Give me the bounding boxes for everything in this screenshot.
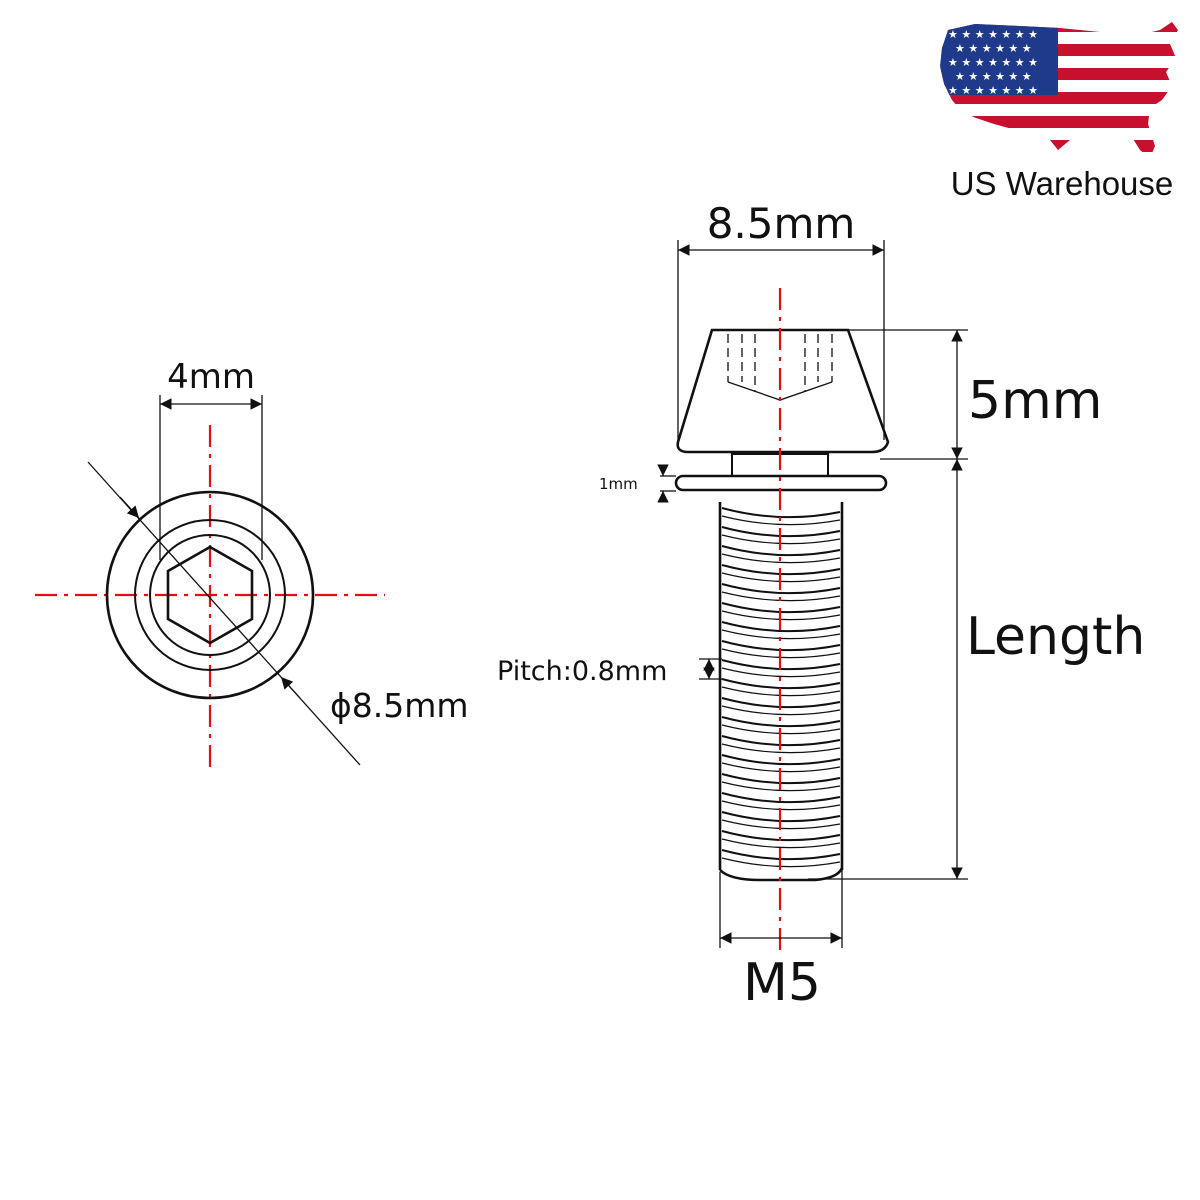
diameter-arrow-bottom	[280, 676, 301, 699]
thread-length-label: Length	[966, 607, 1145, 667]
svg-text:★ ★ ★ ★ ★ ★: ★ ★ ★ ★ ★ ★	[955, 70, 1032, 83]
svg-text:★ ★ ★ ★ ★ ★ ★: ★ ★ ★ ★ ★ ★ ★	[948, 28, 1038, 41]
thread-root	[721, 781, 841, 792]
hex-socket-icon	[166, 545, 254, 645]
thread-crest	[721, 792, 841, 804]
thread-crest	[721, 678, 841, 690]
head-width-label: 8.5mm	[707, 199, 856, 248]
thread-size-label: M5	[743, 953, 821, 1013]
thread-root	[721, 667, 841, 678]
us-warehouse-badge: ★ ★ ★ ★ ★ ★ ★ ★ ★ ★ ★ ★ ★ ★ ★ ★ ★ ★ ★ ★ …	[940, 22, 1178, 202]
head-outer-circle	[134, 519, 286, 671]
thread-crest	[721, 754, 841, 766]
us-warehouse-label: US Warehouse	[951, 165, 1174, 202]
thread-root	[721, 515, 841, 526]
svg-text:★ ★ ★ ★ ★ ★ ★: ★ ★ ★ ★ ★ ★ ★	[948, 56, 1038, 69]
svg-text:★ ★ ★ ★ ★ ★: ★ ★ ★ ★ ★ ★	[955, 42, 1032, 55]
thread-pitch-label: Pitch:0.8mm	[497, 656, 667, 687]
thread-root	[721, 553, 841, 564]
thread-crest	[721, 545, 841, 557]
thread-root	[721, 743, 841, 754]
thread-crest	[721, 507, 841, 519]
diameter-arrow-top	[119, 496, 140, 519]
thread-crest	[721, 716, 841, 728]
washer-thickness-label: 1mm	[599, 475, 638, 493]
thread-crest	[721, 583, 841, 595]
thread-root	[721, 705, 841, 716]
usa-flag-map-icon: ★ ★ ★ ★ ★ ★ ★ ★ ★ ★ ★ ★ ★ ★ ★ ★ ★ ★ ★ ★ …	[940, 22, 1178, 158]
bolt-side-view: 8.5mm 5mm Length 1mm Pitch:0.8mm M5	[497, 199, 1145, 1013]
thread-root	[721, 838, 841, 849]
thread-crest	[721, 621, 841, 633]
svg-text:★ ★ ★ ★ ★ ★ ★: ★ ★ ★ ★ ★ ★ ★	[948, 84, 1038, 97]
bolt-head	[676, 328, 890, 454]
hex-width-label: 4mm	[167, 357, 255, 397]
head-diameter-label: ϕ8.5mm	[330, 686, 469, 725]
bolt-top-view: 4mm ϕ8.5mm	[35, 357, 469, 770]
head-socket-hidden-lines	[727, 334, 833, 401]
head-inner-circle	[149, 534, 271, 656]
washer-outer-circle	[105, 490, 315, 700]
shank-tip	[719, 867, 844, 882]
head-height-label: 5mm	[968, 371, 1102, 431]
